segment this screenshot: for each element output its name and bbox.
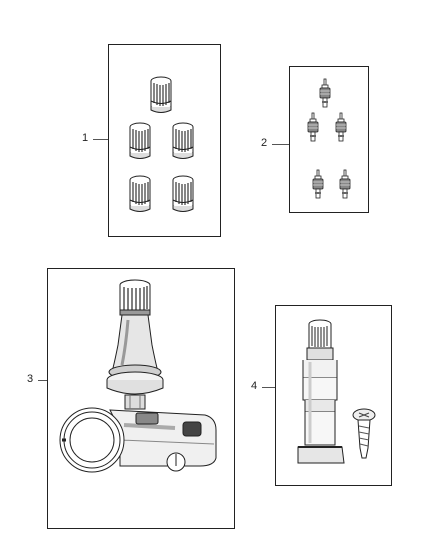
callout-4: 4 <box>251 380 258 392</box>
leader-line-1 <box>93 139 108 140</box>
leader-line-2 <box>272 144 289 145</box>
tire-pressure-sensor-icon <box>59 279 217 473</box>
callout-2: 2 <box>261 137 268 149</box>
valve-core-icon <box>307 78 351 199</box>
valve-cap-icon <box>129 76 194 213</box>
callout-3: 3 <box>27 373 34 385</box>
leader-line-3 <box>38 380 47 381</box>
valve-stem-icon <box>297 319 376 464</box>
panel-valve-caps <box>108 44 221 237</box>
callout-1: 1 <box>82 132 89 144</box>
leader-line-4 <box>262 387 275 388</box>
